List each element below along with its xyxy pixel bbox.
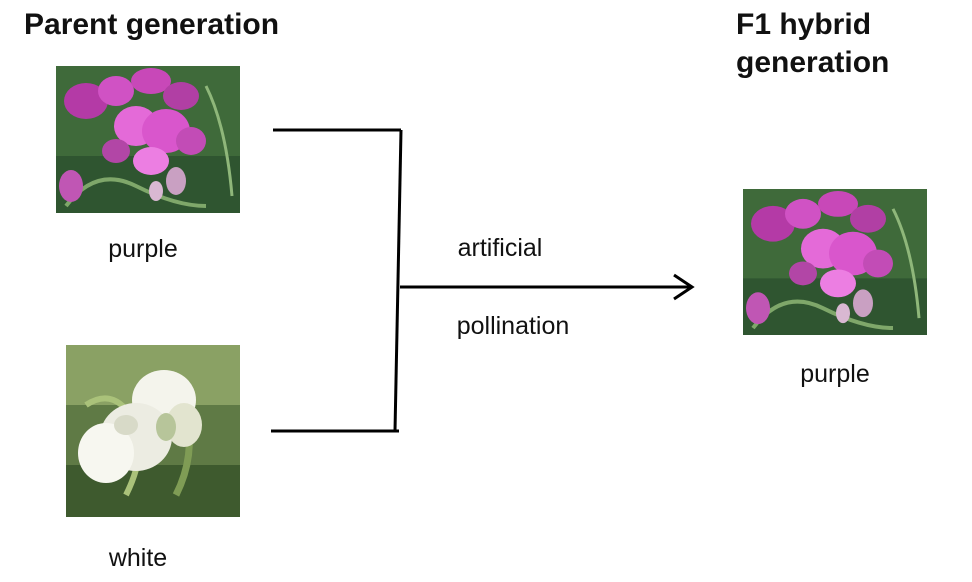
f1-purple-flower-image <box>743 189 927 335</box>
cross-label-line-1: artificial <box>457 234 543 262</box>
f1-heading-line-2: generation <box>736 46 890 79</box>
f1-heading-line-1: F1 hybrid <box>736 8 872 41</box>
purple-flower-image <box>56 66 240 213</box>
bracket-vertical-line <box>393 129 403 432</box>
purple-flower-photo <box>56 66 240 213</box>
white-flower-photo <box>66 345 240 517</box>
parent-generation-heading: Parent generation <box>24 8 280 41</box>
white-flower-image <box>66 345 240 517</box>
purple-parent-caption: purple <box>108 235 178 263</box>
arrow-head-icon <box>673 273 695 301</box>
f1-caption: purple <box>800 360 870 388</box>
cross-label-line-2: pollination <box>456 312 570 340</box>
f1-purple-flower-photo <box>743 189 927 335</box>
white-parent-caption: white <box>108 544 168 572</box>
f1-generation-heading: F1 hybrid generation <box>736 6 889 82</box>
